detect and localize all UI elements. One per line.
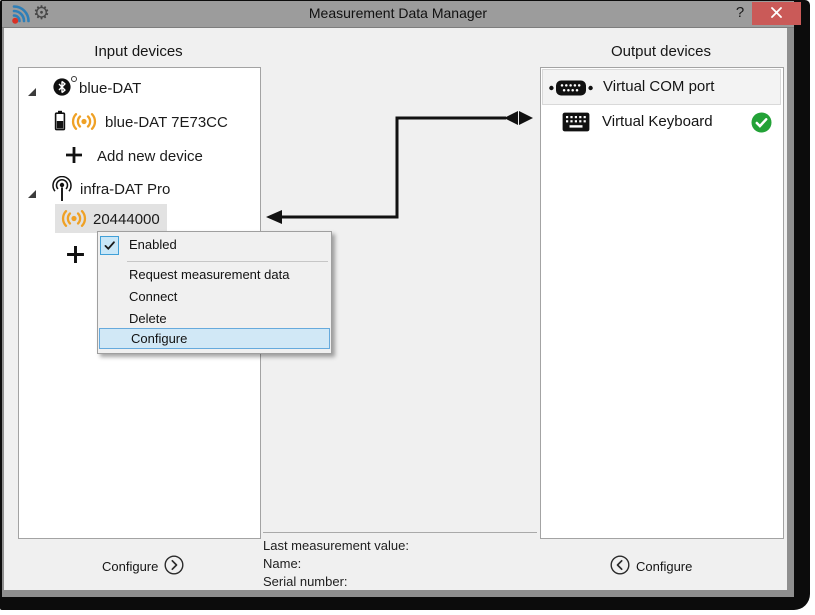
output-item-label: Virtual Keyboard — [602, 113, 713, 130]
menu-item-label: Request measurement data — [129, 266, 290, 282]
chevron-right-circle-icon — [164, 555, 184, 578]
menu-item-configure[interactable]: Configure — [99, 328, 330, 349]
title-bar: ⚙ Measurement Data Manager ? — [2, 1, 801, 30]
menu-item-enabled[interactable]: Enabled — [98, 233, 331, 255]
serial-port-icon — [549, 79, 593, 102]
signal-icon — [58, 210, 90, 232]
plus-icon — [65, 146, 83, 169]
name-label: Name: — [263, 556, 302, 571]
wifi-status-icon — [10, 5, 32, 30]
bluetooth-icon — [53, 78, 71, 101]
tree-item-add-new-device[interactable]: Add new device — [18, 142, 258, 172]
window-title: Measurement Data Manager — [308, 5, 488, 21]
output-devices-panel — [540, 67, 784, 539]
tree-item-label: infra-DAT Pro — [80, 181, 171, 198]
tree-item-blue-dat[interactable]: blue-DAT — [18, 74, 258, 104]
connected-check-icon — [751, 112, 772, 138]
antenna-icon — [52, 175, 72, 208]
tree-item-label: 20444000 — [93, 211, 160, 228]
tree-item-label: Add new device — [97, 148, 203, 165]
configure-input-button[interactable]: Configure — [102, 555, 184, 578]
tree-item-label: blue-DAT — [79, 80, 142, 97]
tree-item-add-new-device-2[interactable] — [18, 242, 93, 272]
menu-item-connect[interactable]: Connect — [98, 285, 331, 307]
signal-icon — [68, 113, 100, 135]
tree-item-label: blue-DAT 7E73CC — [105, 114, 228, 131]
keyboard-icon — [562, 112, 590, 137]
last-measurement-label: Last measurement value: — [263, 538, 409, 553]
menu-item-label: Configure — [131, 331, 188, 346]
tree-item-infra-dat-pro[interactable]: infra-DAT Pro — [18, 174, 258, 206]
output-item-virtual-com-port[interactable]: Virtual COM port — [542, 69, 781, 105]
battery-icon — [54, 110, 66, 136]
output-item-label: Virtual COM port — [603, 78, 715, 95]
context-menu: Enabled Request measurement data Connect… — [97, 231, 332, 354]
configure-output-button[interactable]: Configure — [610, 555, 692, 578]
menu-item-label: Enabled — [129, 236, 177, 252]
expander-icon[interactable] — [28, 186, 37, 204]
menu-separator — [127, 261, 328, 262]
info-separator — [263, 532, 537, 533]
output-item-virtual-keyboard[interactable]: Virtual Keyboard — [541, 104, 781, 139]
menu-item-label: Connect — [129, 288, 178, 304]
tree-item-blue-dat-7e73cc[interactable]: blue-DAT 7E73CC — [18, 108, 258, 138]
help-button[interactable]: ? — [735, 4, 745, 21]
checkbox-checked-icon[interactable] — [100, 236, 119, 255]
serial-number-label: Serial number: — [263, 574, 348, 589]
configure-output-label: Configure — [636, 559, 693, 574]
configure-input-label: Configure — [102, 559, 159, 574]
close-icon — [771, 5, 782, 23]
input-devices-title: Input devices — [94, 43, 183, 60]
menu-item-delete[interactable]: Delete — [98, 307, 331, 329]
menu-item-request-measurement-data[interactable]: Request measurement data — [98, 263, 331, 285]
tree-item-20444000-selected[interactable]: 20444000 — [55, 204, 167, 233]
plus-icon — [66, 245, 85, 269]
degree-mark-icon — [71, 76, 77, 82]
menu-item-label: Delete — [129, 310, 167, 326]
chevron-left-circle-icon — [610, 555, 630, 578]
settings-gear-icon[interactable]: ⚙ — [33, 3, 51, 24]
expander-icon[interactable] — [28, 84, 37, 102]
output-devices-title: Output devices — [610, 43, 712, 60]
close-button[interactable] — [752, 2, 801, 25]
